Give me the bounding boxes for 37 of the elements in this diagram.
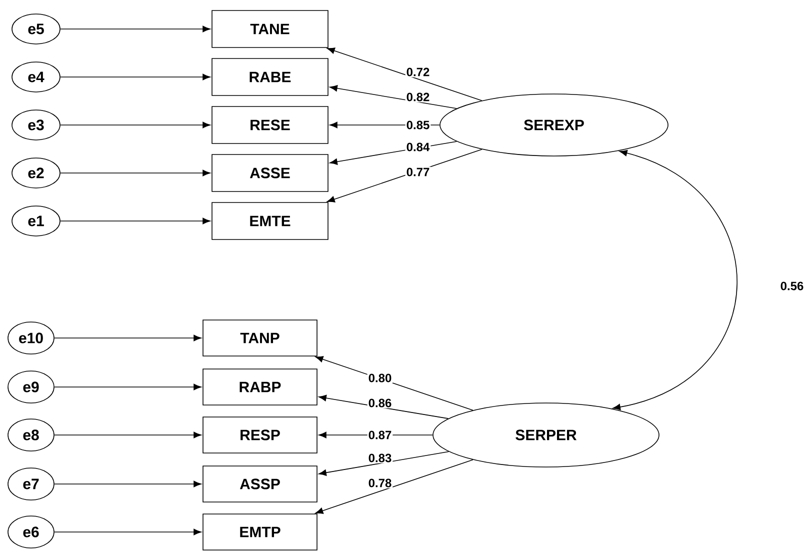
arrow — [318, 451, 450, 476]
edge-label: 0.80 — [367, 372, 393, 384]
arrow — [54, 528, 202, 536]
arrow — [60, 170, 210, 176]
indicator-box: RESE — [212, 106, 328, 144]
edge-label: 0.78 — [367, 478, 393, 488]
edge-label: 0.86 — [367, 398, 393, 408]
edge-label: 0.56 — [779, 280, 805, 292]
indicator-box: EMTE — [212, 202, 328, 240]
indicator-box: ASSE — [212, 154, 328, 192]
indicator-box: RESP — [202, 416, 318, 454]
indicator-box: TANP — [202, 320, 318, 356]
arrow — [54, 480, 202, 488]
arrow — [60, 74, 210, 80]
arrow — [315, 459, 474, 514]
arrow — [54, 384, 202, 390]
covariance-arrow — [612, 150, 738, 410]
indicator-box: TANE — [212, 10, 328, 48]
arrow — [60, 218, 210, 224]
arrow — [60, 26, 210, 32]
arrow — [318, 394, 449, 419]
edge-label: 0.83 — [367, 452, 393, 464]
edge-label: 0.84 — [405, 142, 431, 152]
indicator-box: RABP — [202, 368, 318, 406]
edge-label: 0.85 — [405, 120, 431, 130]
edge-label: 0.82 — [405, 92, 431, 102]
arrow — [54, 432, 202, 438]
edge-label: 0.72 — [405, 66, 431, 78]
indicator-box: EMTP — [202, 514, 318, 550]
arrow — [330, 85, 458, 109]
indicator-box: ASSP — [202, 466, 318, 502]
edge-label: 0.87 — [367, 430, 393, 440]
arrow — [326, 48, 482, 102]
indicator-box: RABE — [212, 58, 328, 96]
arrow — [60, 122, 210, 128]
arrow — [54, 334, 202, 342]
edge-label: 0.77 — [405, 166, 431, 178]
